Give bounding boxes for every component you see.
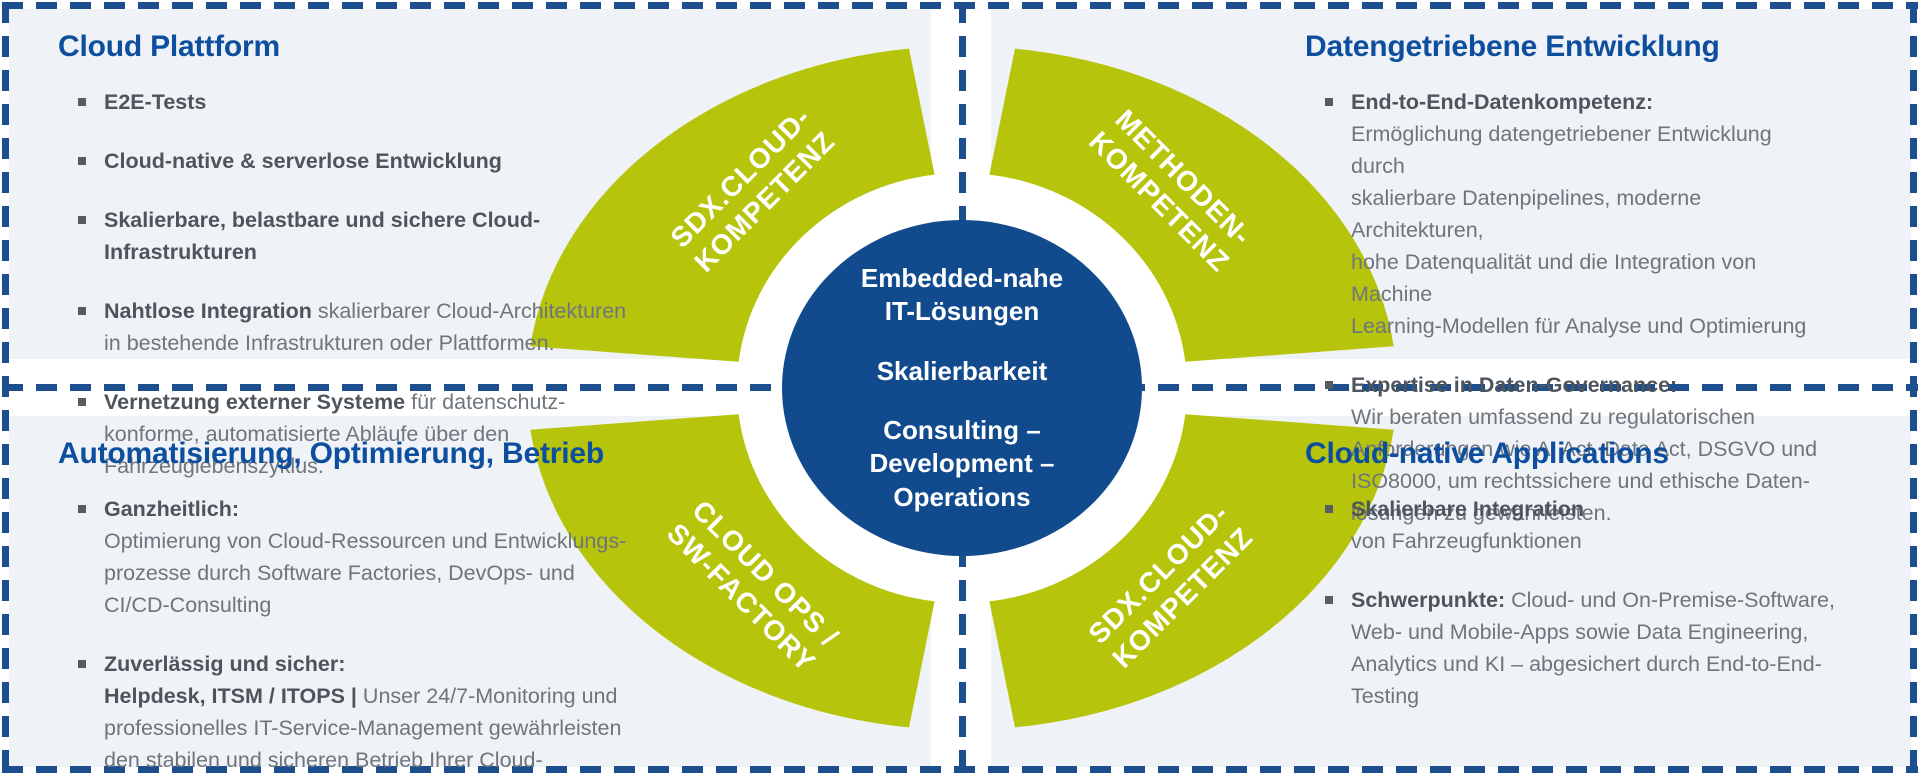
- bullet-item: End-to-End-Datenkompetenz: Ermöglichung d…: [1305, 86, 1825, 342]
- center-circle-text: Consulting –Development –Operations: [869, 415, 1055, 512]
- bullet-list: End-to-End-Datenkompetenz: Ermöglichung d…: [1305, 86, 1825, 529]
- bullet-text: Wir beraten umfassend zu regulatorischen…: [1351, 405, 1818, 525]
- bullet-text-bold: Nahtlose Integration: [104, 299, 312, 323]
- quadrant-datengetriebene-entwicklung: Datengetriebene Entwicklung End-to-End-D…: [1305, 30, 1825, 556]
- bullet-item: Nahtlose Integration skalierbarer Cloud-…: [58, 295, 678, 359]
- arc-bottom-left: [530, 414, 935, 728]
- bullet-item: Skalierbare Integration von Fahrzeugfunkt…: [1305, 493, 1845, 557]
- quadrant-title: Cloud Plattform: [58, 30, 280, 63]
- bullet-square-icon: [78, 157, 86, 165]
- bullet-square-icon: [1325, 98, 1333, 106]
- bullet-text: Optimierung von Cloud-Ressourcen und Ent…: [104, 529, 627, 617]
- quadrant-title: Automatisierung, Optimierung, Betrieb: [58, 437, 604, 470]
- bullet-text-bold: Cloud-native & serverlose Entwicklung: [104, 149, 502, 173]
- bullet-square-icon: [78, 98, 86, 106]
- bullet-text-bold: Skalierbare, belastbare und sichere Clou…: [104, 208, 541, 264]
- bullet-list: Skalierbare Integration von Fahrzeugfunkt…: [1305, 493, 1845, 712]
- arc-top-left: [530, 48, 935, 362]
- bullet-list: Ganzheitlich: Optimierung von Cloud-Resso…: [58, 493, 678, 776]
- bullet-square-icon: [1325, 596, 1333, 604]
- bullet-item: Expertise in Daten-Governance: Wir berate…: [1305, 369, 1825, 529]
- bullet-text-bold: Expertise in Daten-Governance:: [1351, 373, 1678, 397]
- bullet-item: Vernetzung externer Systeme für datensch…: [58, 386, 678, 482]
- quadrant-title: Cloud-native Applications: [1305, 437, 1669, 470]
- bullet-square-icon: [78, 660, 86, 668]
- bullet-text: von Fahrzeugfunktionen: [1351, 529, 1582, 553]
- bullet-text-bold: Schwerpunkte:: [1351, 588, 1506, 612]
- bullet-square-icon: [1325, 505, 1333, 513]
- bullet-item: Cloud-native & serverlose Entwicklung: [58, 145, 678, 177]
- bullet-item: Schwerpunkte: Cloud- und On-Premise-Soft…: [1305, 584, 1845, 712]
- arc-top-right: [989, 48, 1394, 362]
- bullet-square-icon: [1325, 381, 1333, 389]
- bullet-text-bold: E2E-Tests: [104, 90, 207, 114]
- bullet-text-bold: Skalierbare Integration: [1351, 497, 1584, 521]
- arc-bottom-right: [989, 414, 1394, 728]
- bullet-item: Zuverlässig und sicher:Helpdesk, ITSM / …: [58, 648, 678, 776]
- bullet-item: Skalierbare, belastbare und sichere Clou…: [58, 204, 678, 268]
- quadrant-cloud-native-applications: Cloud-native Applications Skalierbare In…: [1305, 437, 1845, 739]
- bullet-text: Ermöglichung datengetriebener Entwicklun…: [1351, 122, 1807, 338]
- bullet-square-icon: [78, 398, 86, 406]
- bullet-text: Cloud- und On-Premise-Software,Web- und …: [1351, 588, 1835, 708]
- bullet-text-bold: Ganzheitlich:: [104, 497, 239, 521]
- bullet-square-icon: [78, 505, 86, 513]
- bullet-item: Ganzheitlich: Optimierung von Cloud-Resso…: [58, 493, 678, 621]
- quadrant-title: Datengetriebene Entwicklung: [1305, 30, 1720, 63]
- bullet-item: E2E-Tests: [58, 86, 678, 118]
- bullet-square-icon: [78, 216, 86, 224]
- bullet-text-bold: Vernetzung externer Systeme: [104, 390, 406, 414]
- center-circle-text: Skalierbarkeit: [876, 355, 1048, 386]
- bullet-text-bold: Zuverlässig und sicher:Helpdesk, ITSM / …: [104, 652, 357, 708]
- bullet-text-bold: End-to-End-Datenkompetenz:: [1351, 90, 1654, 114]
- bullet-text: für datenschutz-konforme, automatisierte…: [104, 390, 566, 478]
- quadrant-automatisierung-optimierung-betrieb: Automatisierung, Optimierung, Betrieb Ga…: [58, 437, 678, 776]
- bullet-square-icon: [78, 307, 86, 315]
